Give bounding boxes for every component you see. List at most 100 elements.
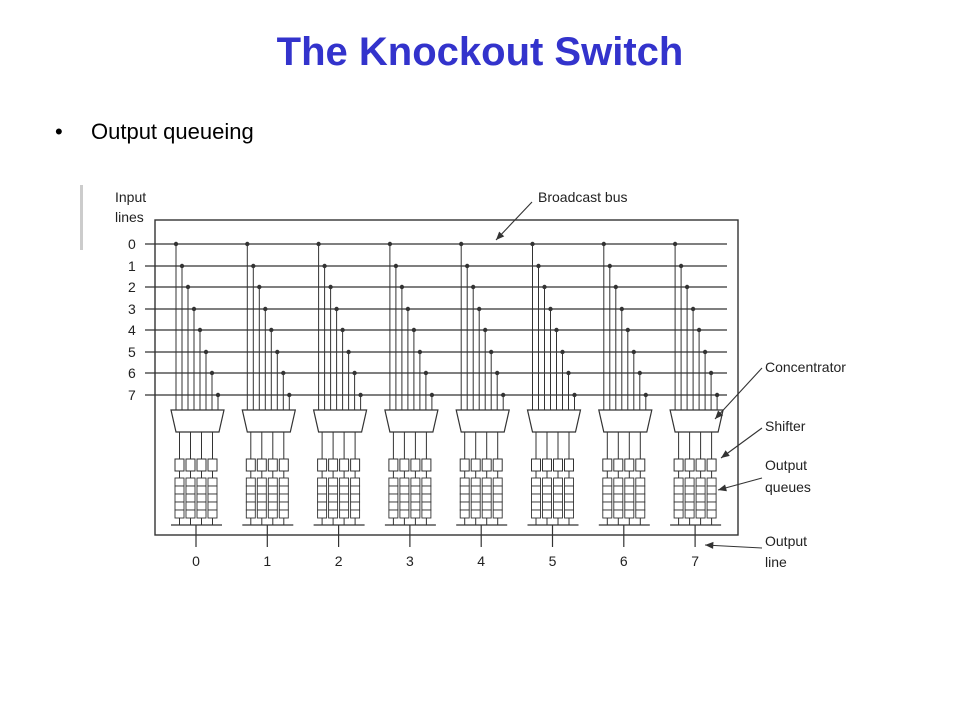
queue-cell [542, 477, 552, 487]
concentrator [384, 409, 439, 433]
arrowhead-icon [721, 450, 730, 458]
shifter-cell [684, 458, 695, 472]
queue-cell [624, 477, 635, 487]
queue-cell [196, 477, 207, 487]
queue-cell [350, 501, 361, 511]
queue-cell [635, 501, 646, 511]
tap-dot [560, 349, 565, 355]
queue-cell [695, 477, 706, 487]
tap-dot [672, 241, 678, 247]
queue-cell [564, 477, 574, 487]
queue-cell [399, 493, 410, 503]
queue-cell [174, 493, 185, 503]
queue-cell [174, 477, 185, 487]
queue-cell [399, 501, 410, 511]
queue-cell [602, 493, 613, 503]
shifter-label: Shifter [765, 418, 806, 434]
queue-cell [695, 485, 706, 495]
output-line-number: 1 [263, 553, 271, 569]
tap-dot [173, 241, 179, 247]
tap-dot [714, 392, 720, 398]
queue-cell [207, 485, 218, 495]
input-lines-label-2: lines [115, 209, 144, 225]
queue-cell [492, 477, 503, 487]
tap-dot [245, 241, 250, 247]
shifter-cell [624, 458, 635, 472]
queue-cell [706, 485, 717, 495]
input-line-number: 1 [128, 258, 136, 274]
queue-cell [684, 493, 695, 503]
tap-dot [281, 370, 286, 376]
queue-cell [613, 485, 624, 495]
tap-dot [637, 370, 642, 376]
queue-cell [196, 509, 207, 519]
queue-cell [174, 485, 185, 495]
queue-cell [207, 477, 218, 487]
shifter-cell [245, 458, 256, 472]
shifter-cell [388, 458, 399, 472]
concentrator-label: Concentrator [765, 359, 846, 375]
queue-cell [481, 493, 492, 503]
tap-dot [678, 263, 684, 269]
shifter-cell [564, 458, 574, 472]
tap-dot [423, 370, 429, 376]
queue-cell [339, 485, 350, 495]
tap-dot [322, 263, 327, 269]
tap-dot [542, 284, 547, 290]
queue-cell [196, 501, 207, 511]
output-line-number: 2 [335, 553, 343, 569]
tap-dot [263, 306, 268, 312]
queue-cell [421, 501, 432, 511]
queue-cell [339, 501, 350, 511]
tap-dot [334, 306, 339, 312]
queue-cell [328, 501, 339, 511]
queue-cell [207, 501, 218, 511]
tap-dot [702, 349, 708, 355]
shifter-cell [531, 458, 541, 472]
queue-cell [542, 493, 552, 503]
queue-cell [602, 485, 613, 495]
queue-cell [399, 485, 410, 495]
queue-cell [542, 485, 552, 495]
queue-cell [613, 477, 624, 487]
queue-cell [256, 477, 267, 487]
queue-cell [624, 501, 635, 511]
queue-cell [410, 493, 421, 503]
tap-dot [215, 392, 221, 398]
queue-cell [492, 485, 503, 495]
queue-cell [421, 493, 432, 503]
bullet-item: •Output queueing [55, 119, 254, 145]
tap-dot [411, 327, 417, 333]
tap-dot [501, 392, 506, 398]
queue-cell [196, 485, 207, 495]
queue-cell [328, 509, 339, 519]
tap-dot [399, 284, 405, 290]
queue-cell [470, 493, 481, 503]
queue-cell [185, 509, 196, 519]
queue-cell [421, 509, 432, 519]
tap-dot [471, 284, 476, 290]
tap-dot [203, 349, 209, 355]
slide-title: The Knockout Switch [276, 30, 684, 74]
tap-dot [185, 284, 191, 290]
queue-cell [196, 493, 207, 503]
queue-cell [421, 477, 432, 487]
tap-dot [554, 327, 559, 333]
shifter-cell [542, 458, 552, 472]
tap-dot [613, 284, 618, 290]
queue-cell [245, 501, 256, 511]
queue-cell [564, 485, 574, 495]
concentrator [455, 409, 510, 433]
switch-frame [154, 219, 739, 536]
arrowhead-icon [715, 410, 724, 419]
tap-dot [209, 370, 215, 376]
concentrator [312, 409, 368, 433]
tap-dot [191, 306, 197, 312]
queue-cell [673, 485, 684, 495]
queue-cell [602, 509, 613, 519]
tap-dot [417, 349, 423, 355]
queue-cell [706, 501, 717, 511]
output-line-number: 4 [477, 553, 485, 569]
queue-cell [256, 509, 267, 519]
tap-dot [179, 263, 185, 269]
